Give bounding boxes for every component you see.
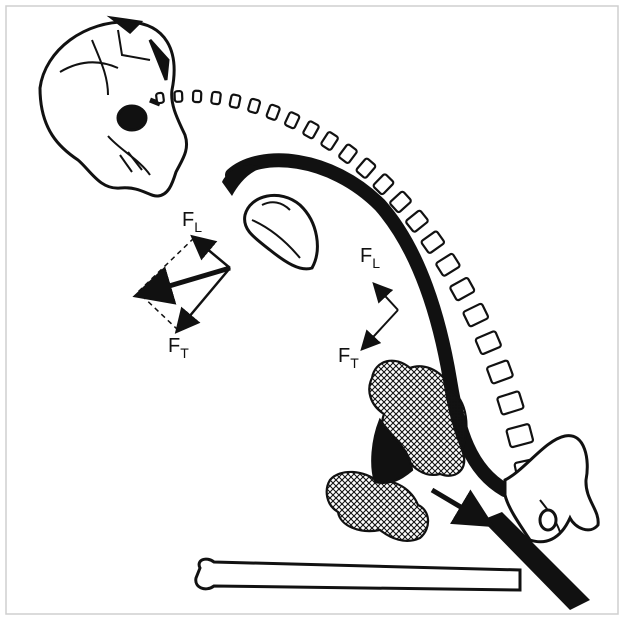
vertebra xyxy=(421,231,445,254)
left-longitudinal-force-label: F xyxy=(182,209,194,231)
svg-text:FL: FL xyxy=(360,245,380,271)
right-force-diagram: FL FT xyxy=(338,245,398,371)
left-transverse-force-subscript: T xyxy=(180,345,189,361)
svg-text:FT: FT xyxy=(168,335,189,361)
vertebra xyxy=(463,303,489,327)
vertebra xyxy=(497,391,524,415)
right-longitudinal-force-subscript: L xyxy=(372,255,380,271)
right-transverse-force-label: F xyxy=(338,345,350,367)
vertebra xyxy=(211,92,221,105)
vertebra xyxy=(338,144,357,164)
applied-force-arrow xyxy=(432,490,486,522)
vertebra xyxy=(486,360,513,384)
femur-drawing xyxy=(196,559,520,590)
vertebra xyxy=(284,112,300,129)
organ-masses xyxy=(327,361,467,541)
vertebra xyxy=(506,424,533,448)
vertebra xyxy=(356,158,377,179)
pelvis-drawing xyxy=(505,436,598,542)
svg-text:FT: FT xyxy=(338,345,359,371)
vertebra xyxy=(174,91,182,102)
right-longitudinal-force-label: F xyxy=(360,245,372,267)
skull-drawing xyxy=(40,18,187,196)
vertebra xyxy=(193,91,202,103)
vertebra xyxy=(321,131,339,150)
vertebra xyxy=(248,98,261,113)
left-longitudinal-force-subscript: L xyxy=(194,219,202,235)
right-transverse-force-subscript: T xyxy=(350,355,359,371)
vertebra xyxy=(450,277,475,301)
vertebra xyxy=(303,121,320,139)
heart-drawing xyxy=(245,195,318,268)
svg-text:FL: FL xyxy=(182,209,202,235)
vertebra xyxy=(475,331,501,355)
left-force-diagram: FL FT xyxy=(138,209,230,361)
vertebra xyxy=(435,253,460,276)
left-transverse-force-label: F xyxy=(168,335,180,357)
vertebra xyxy=(266,104,280,120)
vertebra xyxy=(229,94,240,108)
vertebra xyxy=(156,93,164,104)
vertebra xyxy=(405,210,428,233)
